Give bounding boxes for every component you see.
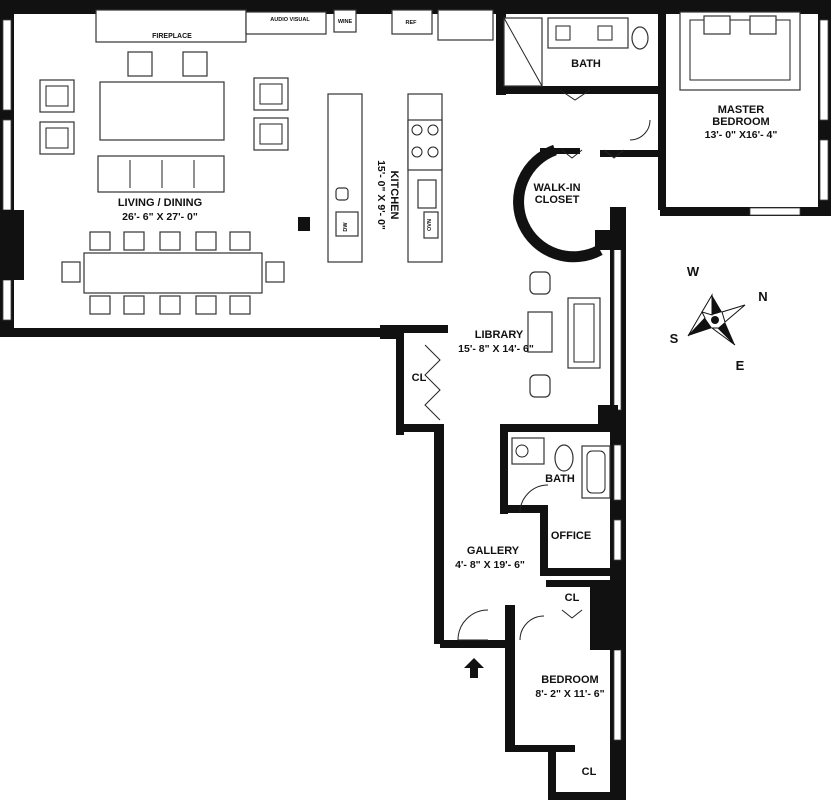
master-bedroom-name-line2: BEDROOM [712, 116, 769, 128]
closet-bedroom-bottom-name: CL [582, 766, 597, 778]
kitchen-dims: 15'- 0" X 9'- 0" [375, 160, 387, 230]
ovn-label: OVN [427, 219, 433, 231]
dw-label: DW [343, 222, 349, 232]
office-name: OFFICE [551, 530, 591, 542]
master-bedroom-name-line1: MASTER [718, 104, 765, 116]
room-labels: LIVING / DINING 26'- 6" X 27'- 0" KITCHE… [118, 58, 778, 778]
walk-in-closet-name-line1: WALK-IN [533, 182, 580, 194]
library-name: LIBRARY [475, 329, 524, 341]
living-dining-name: LIVING / DINING [118, 197, 202, 209]
windows [0, 19, 829, 741]
entry-arrow-icon [464, 658, 484, 678]
kitchen-name: KITCHEN [388, 171, 400, 220]
library-furniture [527, 271, 601, 398]
bath2-fixtures [511, 437, 611, 499]
compass-e-label: E [736, 358, 745, 373]
closet-bedroom-top-name: CL [565, 592, 580, 604]
fireplace-label: FIREPLACE [152, 33, 192, 40]
walk-in-closet-name-line2: CLOSET [535, 194, 580, 206]
wine-label: WINE [338, 19, 353, 25]
walk-in-closet-walls [513, 144, 625, 263]
compass-n-label: N [758, 289, 767, 304]
doors [424, 89, 651, 641]
fixture-labels: FIREPLACE AUDIO VISUAL WINE REF DW OVN [152, 17, 433, 232]
bath2-name: BATH [545, 473, 575, 485]
gallery-name: GALLERY [467, 545, 520, 557]
gallery-dims: 4'- 8" X 19'- 6" [455, 559, 525, 571]
master-bath-fixtures [503, 17, 649, 87]
compass-rose-icon: W N S E [670, 264, 768, 373]
bedroom-dims: 8'- 2" X 11'- 6" [535, 688, 604, 700]
kitchen-fixtures [327, 93, 443, 263]
living-dining-dims: 26'- 6" X 27'- 0" [122, 211, 198, 223]
audio-visual-label: AUDIO VISUAL [270, 17, 310, 23]
living-furniture [39, 9, 494, 315]
compass-s-label: S [670, 331, 679, 346]
bedroom-name: BEDROOM [541, 674, 598, 686]
master-bedroom-furniture [679, 11, 801, 91]
master-bath-name: BATH [571, 58, 601, 70]
compass-w-label: W [687, 264, 700, 279]
closet-library-name: CL [412, 372, 427, 384]
library-dims: 15'- 8" X 14'- 6" [458, 343, 534, 355]
master-bedroom-dims: 13'- 0" X16'- 4" [705, 129, 778, 141]
ref-label: REF [406, 20, 418, 26]
interior-walls [496, 10, 666, 650]
